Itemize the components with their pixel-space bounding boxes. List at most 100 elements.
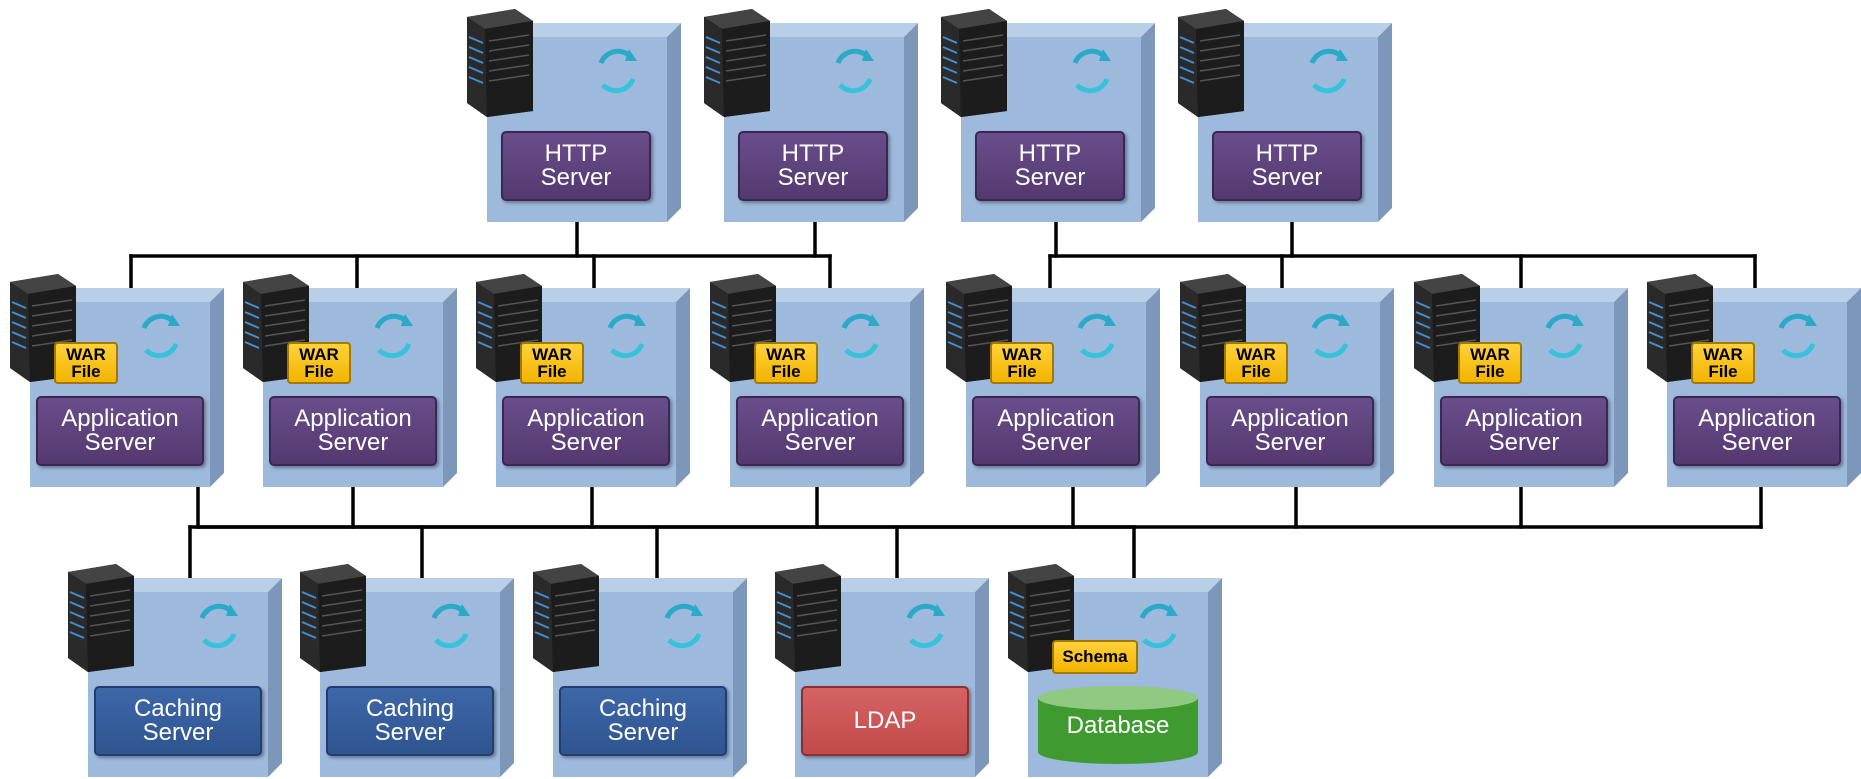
label-line: Server (540, 164, 612, 191)
label-line: Server (607, 719, 679, 746)
database-label: Database (1066, 712, 1170, 739)
badge-line: WAR (1703, 345, 1743, 364)
label-line: Application (761, 405, 879, 432)
app-server-node: WAR File Application Server (1647, 274, 1861, 489)
refresh-cycle-icon (1311, 313, 1350, 359)
database-cylinder-icon (1038, 686, 1198, 764)
badge-line: WAR (1470, 345, 1510, 364)
http-server-label: HTTP Server (738, 131, 888, 201)
server-tower-icon (467, 9, 533, 117)
war-file-badge: WAR File (990, 342, 1054, 384)
refresh-cycle-icon (664, 603, 703, 649)
app-server-label: Application Server (36, 396, 204, 466)
badge-line: WAR (1002, 345, 1042, 364)
caching-server-label: Caching Server (559, 686, 727, 756)
database-server-node: Schema Database (1008, 564, 1224, 779)
caching-server-label: Caching Server (94, 686, 262, 756)
app-server-label: Application Server (1206, 396, 1374, 466)
label-line: Application (1698, 405, 1816, 432)
badge-line: File (1007, 362, 1037, 381)
refresh-cycle-icon (835, 48, 874, 94)
caching-server-label: Caching Server (326, 686, 494, 756)
app-server-label: Application Server (269, 396, 437, 466)
caching-server-node: Caching Server (68, 564, 284, 779)
http-server-label: HTTP Server (975, 131, 1125, 201)
badge-line: File (1241, 362, 1271, 381)
badge-line: File (1708, 362, 1738, 381)
refresh-cycle-icon (906, 603, 945, 649)
label-line: Application (527, 405, 645, 432)
server-tower-icon (533, 564, 599, 672)
ldap-server-node: LDAP (775, 564, 991, 779)
refresh-cycle-icon (199, 603, 238, 649)
app-server-node: WAR File Application Server (243, 274, 459, 489)
label-line: Caching (365, 695, 455, 722)
label-line: HTTP (1255, 140, 1319, 167)
label-line: Server (142, 719, 214, 746)
app-server-label: Application Server (736, 396, 904, 466)
http-server-label: HTTP Server (501, 131, 651, 201)
server-tower-icon (68, 564, 134, 672)
caching-server-node: Caching Server (300, 564, 516, 779)
app-server-node: WAR File Application Server (476, 274, 692, 489)
refresh-cycle-icon (598, 48, 637, 94)
refresh-cycle-icon (1545, 313, 1584, 359)
label-line: HTTP (544, 140, 608, 167)
label-line: Server (374, 719, 446, 746)
label-line: Server (317, 429, 389, 456)
label-line: Application (997, 405, 1115, 432)
refresh-cycle-icon (1139, 603, 1178, 649)
badge-line: WAR (766, 345, 806, 364)
war-file-badge: WAR File (754, 342, 818, 384)
server-tower-icon (775, 564, 841, 672)
refresh-cycle-icon (431, 603, 470, 649)
app-server-node: WAR File Application Server (10, 274, 226, 489)
server-tower-icon (704, 9, 770, 117)
badge-line: File (771, 362, 801, 381)
refresh-cycle-icon (607, 313, 646, 359)
badge-line: File (537, 362, 567, 381)
schema-badge: Schema (1052, 640, 1138, 674)
server-tower-icon (1178, 9, 1244, 117)
badge-line: WAR (299, 345, 339, 364)
badge-line: File (304, 362, 334, 381)
badge-line: WAR (1236, 345, 1276, 364)
badge-line: File (1475, 362, 1505, 381)
refresh-cycle-icon (1309, 48, 1348, 94)
label-line: Application (1465, 405, 1583, 432)
label-line: Server (784, 429, 856, 456)
server-tower-icon (941, 9, 1007, 117)
label-line: Application (294, 405, 412, 432)
label-line: Caching (133, 695, 223, 722)
label-line: Application (1231, 405, 1349, 432)
refresh-cycle-icon (1077, 313, 1116, 359)
app-server-node: WAR File Application Server (1414, 274, 1630, 489)
war-file-badge: WAR File (1691, 342, 1755, 384)
refresh-cycle-icon (141, 313, 180, 359)
label-line: LDAP (853, 707, 917, 734)
app-server-label: Application Server (1673, 396, 1841, 466)
label-line: Server (1014, 164, 1086, 191)
http-server-node: HTTP Server (467, 9, 683, 224)
label-line: Server (1254, 429, 1326, 456)
badge-line: WAR (66, 345, 106, 364)
caching-server-node: Caching Server (533, 564, 749, 779)
label-line: Server (1488, 429, 1560, 456)
app-server-node: WAR File Application Server (710, 274, 926, 489)
app-server-label: Application Server (502, 396, 670, 466)
app-server-label: Application Server (972, 396, 1140, 466)
label-line: Server (550, 429, 622, 456)
war-file-badge: WAR File (54, 342, 118, 384)
label-line: Server (1721, 429, 1793, 456)
app-server-node: WAR File Application Server (1180, 274, 1396, 489)
war-file-badge: WAR File (1458, 342, 1522, 384)
label-line: Server (777, 164, 849, 191)
label-line: Server (1020, 429, 1092, 456)
refresh-cycle-icon (841, 313, 880, 359)
http-server-node: HTTP Server (704, 9, 920, 224)
label-line: Server (84, 429, 156, 456)
label-line: Server (1251, 164, 1323, 191)
http-server-node: HTTP Server (941, 9, 1157, 224)
label-line: Caching (598, 695, 688, 722)
